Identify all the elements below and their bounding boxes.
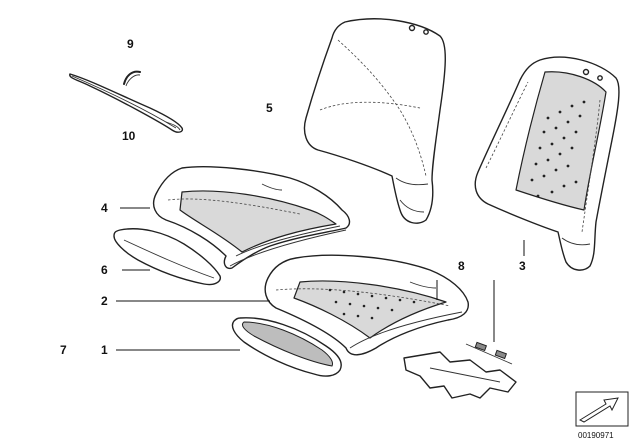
callout-5: 5 [266,101,273,115]
part-seat-cover [264,254,469,356]
perforation-pattern [530,100,586,198]
callout-9: 9 [127,37,134,51]
callout-labels: 9 10 5 4 6 2 1 7 8 3 [60,37,526,357]
seat-perforation [328,288,416,320]
leader-lines [116,207,525,351]
part-cable [69,73,184,133]
part-backrest-foam [303,18,446,224]
callout-7: 7 [60,343,67,357]
callout-1: 1 [101,343,108,357]
part-clip [123,70,141,87]
callout-8: 8 [458,259,465,273]
part-heating-mat [403,341,517,399]
part-seat-cushion-upper [152,166,351,270]
callout-6: 6 [101,263,108,277]
reference-code: 00190971 [578,431,614,440]
callout-3: 3 [519,259,526,273]
callout-4: 4 [101,201,108,215]
part-thigh-pad [113,228,221,286]
callout-2: 2 [101,294,108,308]
part-front-pad [231,317,342,377]
callout-10: 10 [122,129,136,143]
reference-box: 00190971 [575,391,629,440]
direction-arrow-icon [578,397,619,423]
part-backrest-cover [474,56,620,271]
